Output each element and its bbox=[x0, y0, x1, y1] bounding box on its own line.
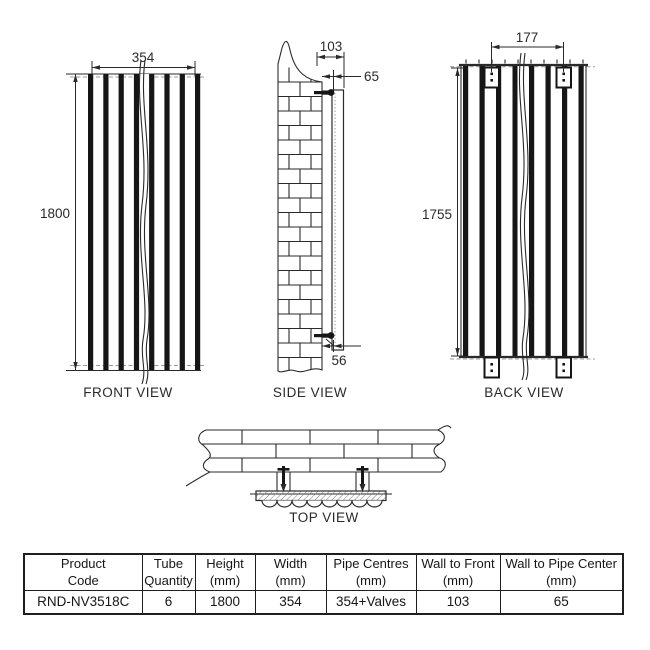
column-header-pipe-centres: Pipe Centres(mm) bbox=[325, 553, 417, 591]
height-value: 1800 bbox=[194, 590, 256, 615]
front-height-dimension: 1800 bbox=[40, 74, 78, 370]
front-view-label: FRONT VIEW bbox=[83, 385, 173, 400]
top-brackets bbox=[276, 466, 370, 492]
front-view-drawing: 354 1800 FRONT VIEW bbox=[40, 50, 204, 400]
spec-table-data-row: RND-NV3518C 6 1800 354 354+Valves 103 65 bbox=[23, 590, 624, 615]
column-header-height: Height(mm) bbox=[194, 553, 256, 591]
width-value: 354 bbox=[254, 590, 327, 615]
side-wall-bricks bbox=[278, 53, 322, 372]
side-wall-to-front-dimension: 103 bbox=[316, 39, 345, 88]
product-code-value: RND-NV3518C bbox=[23, 590, 143, 615]
side-wall-to-pipe-label: 65 bbox=[364, 69, 379, 84]
front-break-line bbox=[138, 59, 150, 385]
side-wall-to-pipe-dimension: 65 bbox=[322, 69, 379, 90]
side-bottom-pipe-dimension: 56 bbox=[322, 338, 361, 368]
back-view-label: BACK VIEW bbox=[484, 385, 564, 400]
column-header-wall-to-front: Wall to Front(mm) bbox=[415, 553, 501, 591]
back-radiator-tubes bbox=[460, 66, 587, 356]
radiator-technical-drawing: 354 1800 FRONT VIEW bbox=[40, 30, 595, 525]
back-bottom-brackets bbox=[483, 356, 572, 379]
back-bracket-centres-label: 177 bbox=[516, 30, 539, 45]
side-bottom-pipe-label: 56 bbox=[331, 353, 346, 368]
back-break-line bbox=[518, 52, 530, 381]
back-top-rail bbox=[459, 59, 588, 67]
pipe-centres-value: 354+Valves bbox=[325, 590, 417, 615]
top-view-drawing: TOP VIEW bbox=[185, 425, 452, 525]
wall-to-front-value: 103 bbox=[415, 590, 501, 615]
side-wall-to-front-label: 103 bbox=[320, 39, 343, 54]
side-bottom-bracket bbox=[314, 332, 335, 339]
top-radiator-tube-bumps bbox=[261, 500, 383, 508]
front-height-dimension-label: 1800 bbox=[40, 206, 70, 221]
side-view-label: SIDE VIEW bbox=[273, 385, 347, 400]
tube-quantity-value: 6 bbox=[141, 590, 196, 615]
back-view-drawing: 177 1755 BACK VIEW bbox=[422, 30, 595, 400]
front-width-dimension-label: 354 bbox=[132, 50, 155, 65]
column-header-wall-to-pipe-center: Wall to Pipe Center(mm) bbox=[499, 553, 624, 591]
wall-to-pipe-center-value: 65 bbox=[499, 590, 624, 615]
side-view-drawing: 103 65 56 SIDE VIEW bbox=[273, 39, 379, 400]
top-wall-bricks bbox=[198, 430, 446, 472]
back-height-dimension: 1755 bbox=[422, 67, 463, 357]
back-bracket-centres-dimension: 177 bbox=[491, 30, 564, 72]
side-radiator-body bbox=[331, 89, 345, 351]
side-top-bracket bbox=[314, 89, 335, 96]
top-wall-outline bbox=[198, 429, 446, 473]
column-header-width: Width(mm) bbox=[254, 553, 327, 591]
top-radiator-profile bbox=[250, 490, 392, 508]
back-height-dimension-label: 1755 bbox=[422, 207, 452, 222]
top-view-label: TOP VIEW bbox=[289, 510, 359, 525]
back-break-mask bbox=[517, 66, 528, 356]
front-radiator-tubes bbox=[88, 74, 201, 370]
front-width-dimension: 354 bbox=[91, 50, 196, 76]
